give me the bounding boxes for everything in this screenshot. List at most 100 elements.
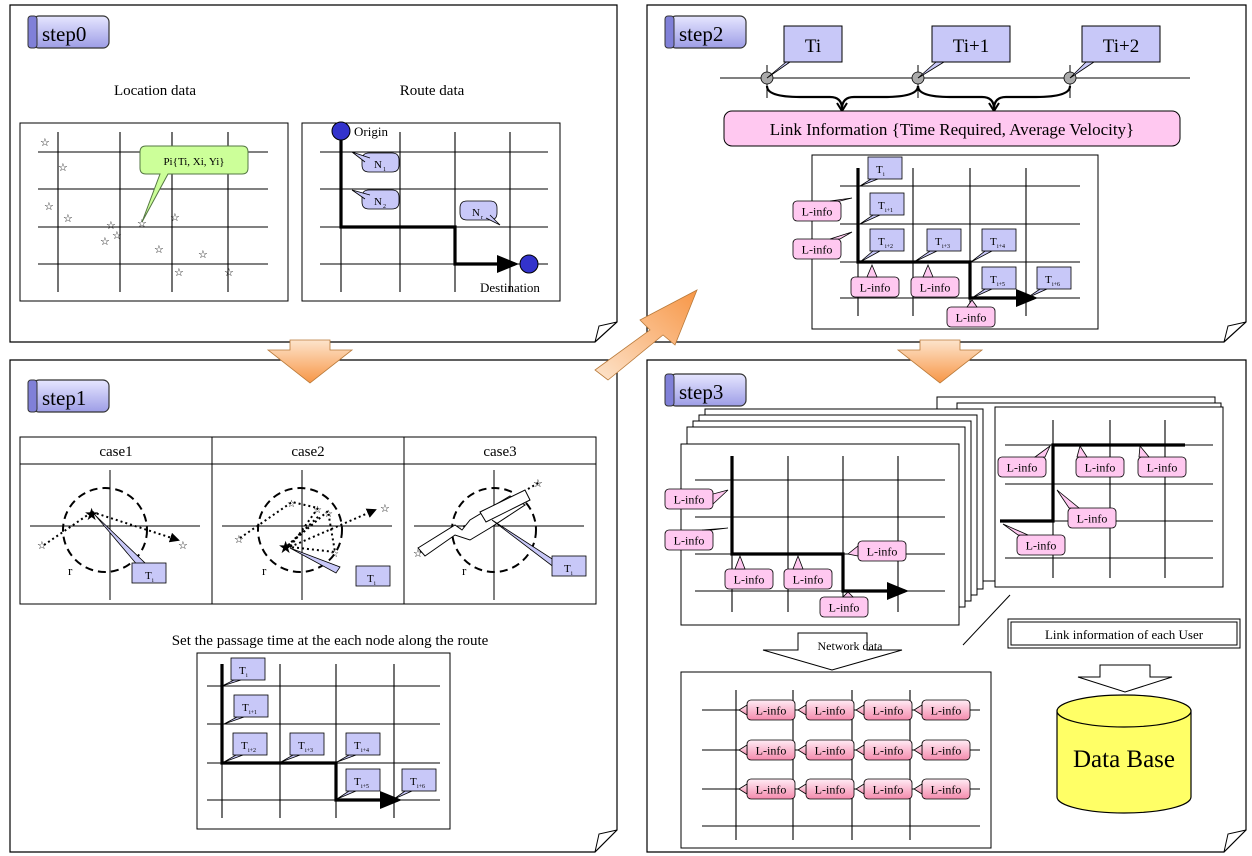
step3-linfo-left-1-label: L-info xyxy=(674,493,705,507)
step2-time-ti6-sub: i+6 xyxy=(1052,282,1060,288)
step3-linfo-right-4-label: L-info xyxy=(1077,512,1108,526)
network-linfo-1-0-label: L-info xyxy=(756,744,787,758)
passage-time-ti2-sub: i+2 xyxy=(248,748,256,754)
step2-time-ti2-label: T xyxy=(878,236,885,248)
origin-label: Origin xyxy=(354,124,388,139)
route-data-title: Route data xyxy=(400,83,465,99)
svg-text:☆: ☆ xyxy=(137,218,147,230)
step1-tab: step1 xyxy=(27,379,110,413)
network-data-label: Network data xyxy=(818,639,884,653)
destination-node xyxy=(519,254,539,274)
svg-text:N: N xyxy=(374,196,382,208)
network-linfo-0-0: L-info xyxy=(738,699,796,721)
step3-linfo-left-2-label: L-info xyxy=(674,534,705,548)
network-linfo-0-2: L-info xyxy=(855,699,913,721)
svg-text:Ti+2: Ti+2 xyxy=(1103,36,1139,57)
step3-linfo-right-2: L-info xyxy=(1075,445,1125,478)
network-data-arrow: Network data xyxy=(762,632,903,671)
route-data-box: Origin Destination N 1 N 2 N r xyxy=(301,121,561,302)
step3-linfo-left-1: L-info xyxy=(664,488,729,510)
user-sheets-left xyxy=(680,408,984,626)
svg-text:☆: ☆ xyxy=(324,509,333,520)
network-linfo-1-2: L-info xyxy=(855,739,913,761)
case2-r-label: r xyxy=(262,563,267,578)
time-callout-ti: Ti xyxy=(766,25,843,79)
network-linfo-2-2: L-info xyxy=(855,778,913,800)
step0-label: step0 xyxy=(42,22,86,46)
step2-linfo-2-label: L-info xyxy=(802,243,833,257)
network-linfo-0-1: L-info xyxy=(797,699,855,721)
point-callout: Pi{Ti, Xi, Yi} xyxy=(139,145,249,223)
step2-linfo-4: L-info xyxy=(910,263,960,298)
svg-text:☆: ☆ xyxy=(234,534,244,546)
step2-linfo-2: L-info xyxy=(792,231,853,260)
step3-linfo-left-6-label: L-info xyxy=(829,601,860,615)
step2-time-ti4-label: T xyxy=(990,236,997,248)
matched-star-icon: ★ xyxy=(84,505,99,524)
case1-r-label: r xyxy=(68,563,73,578)
origin-node xyxy=(331,121,351,141)
step2-time-ti-label: T xyxy=(876,164,883,176)
svg-text:☆: ☆ xyxy=(198,249,208,261)
case2-header: case2 xyxy=(291,444,324,460)
network-linfo-1-1-label: L-info xyxy=(815,744,846,758)
step2-linfo-5-label: L-info xyxy=(956,311,987,325)
svg-text:☆: ☆ xyxy=(100,236,110,248)
svg-text:☆: ☆ xyxy=(413,548,423,560)
step3-linfo-left-4: L-info xyxy=(783,554,833,590)
network-linfo-2-0-label: L-info xyxy=(756,783,787,797)
svg-text:Ti: Ti xyxy=(805,36,821,57)
svg-text:Ti+1: Ti+1 xyxy=(953,36,989,57)
svg-text:☆: ☆ xyxy=(63,213,73,225)
step2-time-ti3-sub: i+3 xyxy=(942,244,950,250)
step3-linfo-right-2-label: L-info xyxy=(1085,461,1116,475)
network-linfo-2-3: L-info xyxy=(913,778,971,800)
svg-text:r: r xyxy=(481,215,483,221)
svg-text:☆: ☆ xyxy=(40,137,50,149)
case1-header: case1 xyxy=(99,444,132,460)
step3-linfo-left-6: L-info xyxy=(819,591,869,618)
time-callout-ti2: Ti+2 xyxy=(1069,25,1161,79)
svg-text:☆: ☆ xyxy=(313,505,322,516)
passage-time-ti5-sub: i+5 xyxy=(361,784,369,790)
arrow-step1-to-step2 xyxy=(594,289,698,381)
step2-linfo-1-label: L-info xyxy=(802,205,833,219)
location-data-title: Location data xyxy=(114,83,196,99)
cases-table: case1 case2 case3 ☆ ☆ ★ T i r ☆ ☆ xyxy=(19,436,597,605)
passage-time-grid xyxy=(196,652,451,830)
route-node-n1: N 1 xyxy=(351,151,400,173)
svg-text:1: 1 xyxy=(383,167,386,173)
time-callout-ti1: Ti+1 xyxy=(917,25,1011,79)
step3-linfo-left-2: L-info xyxy=(664,527,729,551)
arrow-step0-to-step1 xyxy=(266,339,354,384)
svg-text:☆: ☆ xyxy=(174,267,184,279)
step2-linfo-1: L-info xyxy=(792,197,853,222)
svg-text:N: N xyxy=(374,159,382,171)
arrow-step2-to-step3 xyxy=(896,339,984,384)
step3-linfo-left-4-label: L-info xyxy=(793,573,824,587)
network-linfo-0-3-label: L-info xyxy=(931,704,962,718)
step2-linfo-3-label: L-info xyxy=(860,281,891,295)
network-linfo-0-1-label: L-info xyxy=(815,704,846,718)
passage-time-ti5-label: T xyxy=(354,776,361,788)
step0-tab: step0 xyxy=(27,15,110,49)
step3-linfo-left-3-label: L-info xyxy=(734,573,765,587)
svg-text:☆: ☆ xyxy=(533,478,543,490)
step2-time-ti-sub: i xyxy=(883,172,885,178)
svg-text:2: 2 xyxy=(383,204,386,210)
case3-diagram: ☆ ☆ T i r xyxy=(413,470,587,600)
database-cylinder: Data Base xyxy=(1056,694,1192,814)
passage-time-ti1-label: T xyxy=(242,702,249,714)
step3-linfo-left-3: L-info xyxy=(724,554,774,590)
location-data-box: ☆☆ ☆☆ ☆☆ ☆☆ ☆☆ ☆☆ ☆ Pi{Ti, Xi, Yi} xyxy=(19,122,289,302)
